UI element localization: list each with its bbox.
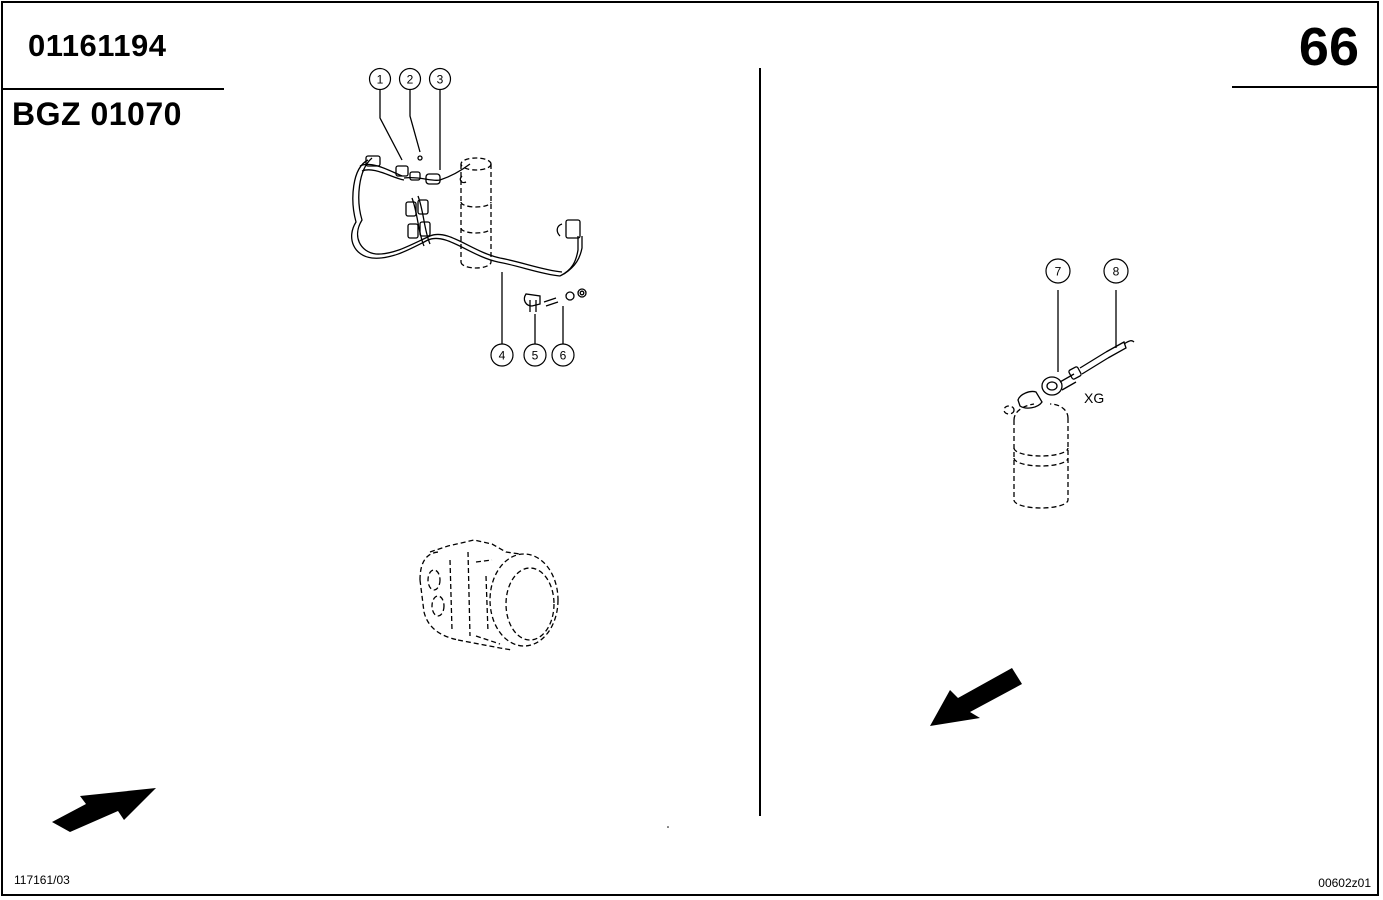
callout-circle-5 [523, 343, 547, 367]
callout-circle-2 [398, 67, 422, 91]
panel-divider [759, 68, 761, 816]
wiring-harness-assembly [351, 90, 587, 344]
callout-3: 3 [437, 73, 444, 87]
scan-speck [667, 826, 669, 828]
pressure-switch-assembly [1003, 290, 1135, 509]
callout-5: 5 [532, 349, 539, 363]
arrow-left-icon [930, 668, 1022, 726]
callout-circle-4 [490, 343, 514, 367]
group-code: BGZ 01070 [12, 96, 182, 132]
arrow-right-icon [52, 788, 156, 832]
page-number: 66 [1298, 17, 1359, 77]
callout-circle-6 [551, 343, 575, 367]
callout-1: 1 [377, 73, 384, 87]
callout-circle-1 [368, 67, 392, 91]
callout-circle-3 [428, 67, 452, 91]
xg-label: XG [1084, 390, 1104, 406]
header-rule-right [1232, 86, 1378, 88]
drawing-reference-right: 00602z01 [1318, 876, 1371, 890]
callout-circle-8 [1103, 258, 1129, 284]
part-number: 01161194 [28, 28, 167, 63]
compressor-phantom [419, 539, 559, 651]
callout-8: 8 [1113, 265, 1120, 279]
callout-circle-7 [1045, 258, 1071, 284]
header-rule-left [2, 88, 224, 90]
callout-6: 6 [560, 349, 567, 363]
drawing-reference-left: 117161/03 [14, 873, 70, 887]
callout-4: 4 [499, 349, 506, 363]
callout-7: 7 [1055, 265, 1062, 279]
callout-2: 2 [407, 73, 414, 87]
